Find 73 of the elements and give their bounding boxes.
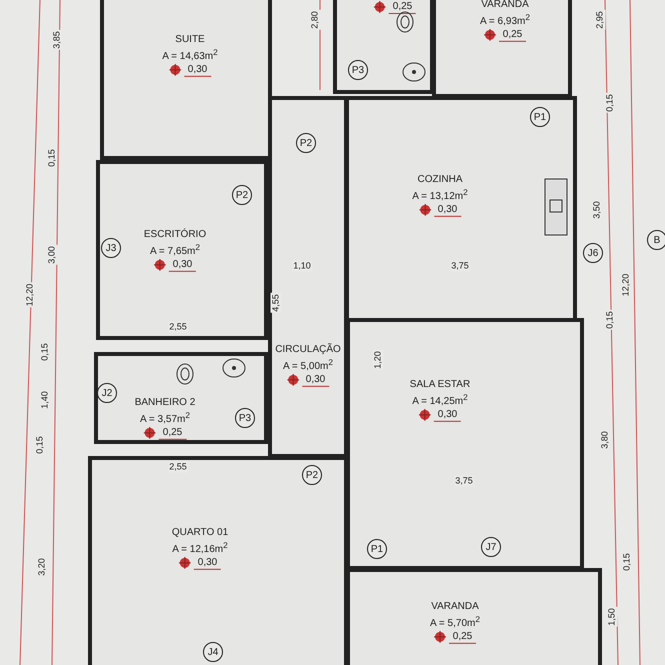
floor-level: 0,30 bbox=[302, 373, 330, 388]
opening-tag: P1 bbox=[367, 539, 387, 559]
opening-tag: P2 bbox=[232, 185, 252, 205]
room-area: A = 5,00m$^{2}$ bbox=[283, 356, 333, 374]
room-area: A = 14,25m$^{2}$ bbox=[412, 390, 468, 408]
dimension-value: 0,15 bbox=[40, 342, 50, 362]
dimension-value: 0,15 bbox=[604, 93, 616, 113]
floor-level: 0,30 bbox=[194, 556, 222, 570]
room-area: A = 3,57m$^{2}$ bbox=[140, 408, 190, 426]
room-outline bbox=[268, 96, 348, 458]
room-outline bbox=[346, 318, 584, 570]
dimension-value: 3,50 bbox=[592, 200, 602, 220]
dimension-value: 0,15 bbox=[604, 310, 616, 330]
dimension-value: 2,95 bbox=[594, 10, 606, 30]
opening-tag: J6 bbox=[583, 243, 603, 263]
room-name: BANHEIRO 2 bbox=[134, 396, 196, 409]
room-area: A = 13,12m$^{2}$ bbox=[412, 186, 468, 204]
room-outline bbox=[333, 0, 434, 94]
dimension-value: 2,55 bbox=[168, 322, 188, 332]
opening-tag: B bbox=[647, 230, 665, 250]
floor-level: 0,25 bbox=[158, 426, 186, 440]
floor-level: 0,30 bbox=[434, 203, 462, 218]
opening-tag: J7 bbox=[481, 537, 501, 557]
dimension-value: 0,15 bbox=[622, 552, 632, 572]
floor-level: 0,25 bbox=[388, 0, 416, 14]
room-area: A = 12,16m$^{2}$ bbox=[172, 538, 228, 556]
room-name: CIRCULAÇÃO bbox=[275, 342, 341, 356]
dimension-value: 0,15 bbox=[46, 148, 58, 168]
opening-tag: J4 bbox=[203, 642, 223, 662]
dimension-value: 1,50 bbox=[606, 607, 618, 627]
room-name: COZINHA bbox=[418, 172, 462, 186]
room-outline bbox=[346, 568, 602, 665]
dimension-value: 1,40 bbox=[40, 390, 50, 410]
room-name: QUARTO 01 bbox=[172, 526, 228, 539]
dimension-value: 1,10 bbox=[292, 260, 312, 272]
dimension-value: 2,55 bbox=[168, 462, 188, 472]
dimension-value: 3,00 bbox=[46, 245, 58, 265]
dimension-value: 3,75 bbox=[450, 260, 470, 272]
room-outline bbox=[88, 456, 348, 665]
room-area: A = 6,93m$^{2}$ bbox=[480, 10, 530, 28]
room-name: SUITE bbox=[175, 32, 205, 46]
dimension-value: 1,20 bbox=[372, 350, 384, 370]
opening-tag: J2 bbox=[97, 383, 117, 403]
floor-level: 0,30 bbox=[434, 408, 462, 422]
room-area: A = 14,63m$^{2}$ bbox=[162, 46, 218, 64]
dimension-value: 12,20 bbox=[620, 272, 632, 298]
room-name: ESCRITÓRIO bbox=[144, 228, 206, 241]
opening-tag: P2 bbox=[296, 133, 316, 153]
opening-tag: P2 bbox=[302, 465, 322, 485]
dimension-value: 3,80 bbox=[600, 430, 610, 450]
floor-level: 0,30 bbox=[184, 63, 212, 78]
room-name: VARANDA bbox=[431, 600, 479, 613]
opening-tag: P3 bbox=[235, 408, 255, 428]
dimension-value: 2,80 bbox=[310, 10, 320, 30]
opening-tag: P1 bbox=[530, 107, 550, 127]
floor-level: 0,25 bbox=[498, 28, 526, 42]
floor-level: 0,25 bbox=[448, 630, 476, 644]
room-outline bbox=[94, 352, 268, 444]
opening-tag: P3 bbox=[348, 60, 368, 80]
dimension-value: 12,20 bbox=[24, 282, 36, 308]
room-area: A = 7,65m$^{2}$ bbox=[150, 240, 200, 258]
floor-level: 0,30 bbox=[168, 258, 196, 272]
room-name: SALA ESTAR bbox=[410, 378, 470, 391]
dimension-value: 4,55 bbox=[270, 293, 282, 313]
dimension-value: 3,85 bbox=[52, 30, 62, 50]
dimension-value: 3,20 bbox=[36, 557, 48, 577]
dimension-value: 0,15 bbox=[34, 435, 46, 455]
room-outline bbox=[432, 0, 572, 98]
room-name: VARANDA bbox=[481, 0, 529, 11]
room-area: A = 5,70m$^{2}$ bbox=[430, 612, 480, 630]
room-outline bbox=[100, 0, 272, 160]
opening-tag: J3 bbox=[101, 238, 121, 258]
dimension-value: 3,75 bbox=[454, 476, 474, 486]
